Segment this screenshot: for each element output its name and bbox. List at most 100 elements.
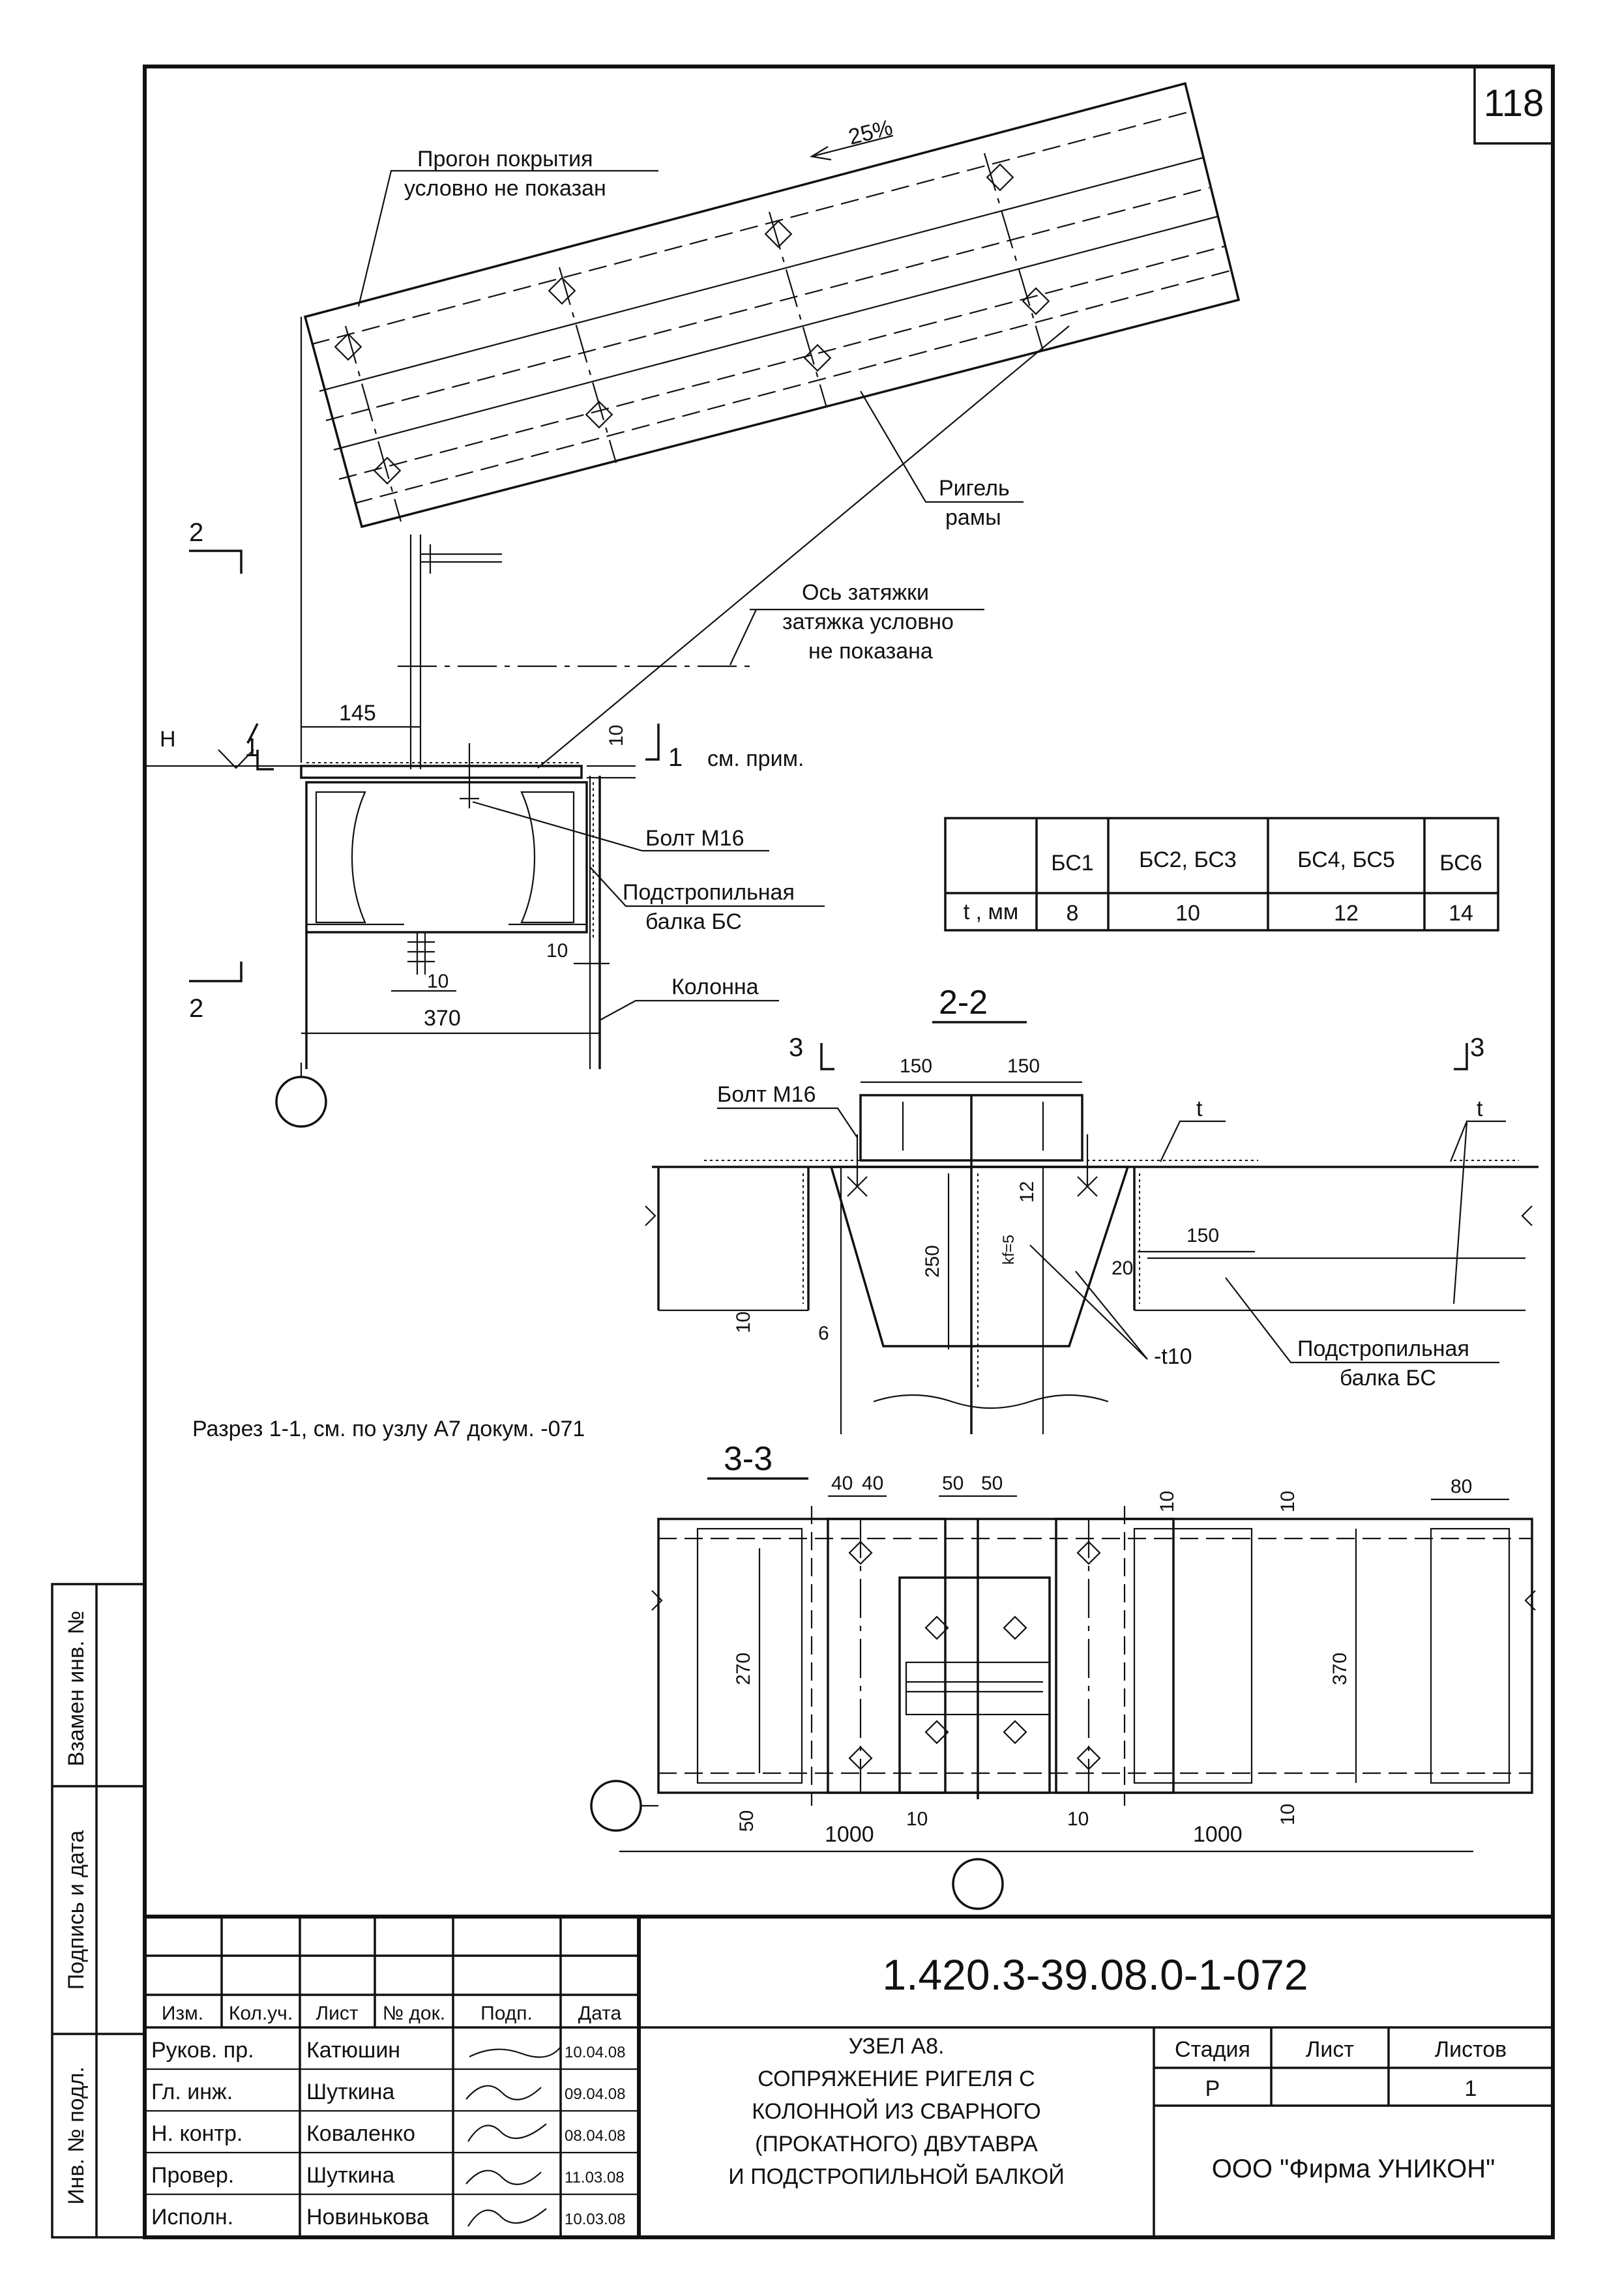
thickness-t-2: t: [1477, 1096, 1483, 1121]
table-value-bs6: 14: [1449, 901, 1473, 926]
axis-marker-1: [275, 1076, 327, 1128]
col-header-podp: Подп.: [480, 2003, 533, 2024]
staff-role: Гл. инж.: [151, 2080, 233, 2104]
plate-t10-label: -t10: [1154, 1344, 1192, 1369]
dim-10-3-3e: 10: [1277, 1804, 1299, 1825]
section-1-left: 1: [244, 733, 259, 762]
staff-role: Исполн.: [151, 2205, 233, 2230]
dim-40-a: 40: [831, 1473, 853, 1494]
title-line-3: КОЛОННОЙ ИЗ СВАРНОГО: [752, 2099, 1041, 2124]
section-2-bottom: 2: [189, 994, 203, 1023]
slope-label: 25%: [846, 115, 895, 149]
level-h: Н: [160, 727, 176, 752]
signatures: [465, 2046, 561, 2227]
dim-145: 145: [339, 701, 376, 726]
column-label: Колонна: [671, 975, 759, 999]
stage-value: Р: [1205, 2076, 1220, 2101]
thickness-table: БС1 БС2, БС3 БС4, БС5 БС6 t , мм 8 10 12…: [944, 817, 1499, 932]
staff-role: Провер.: [151, 2163, 234, 2188]
table-header-bs1: БС1: [1051, 851, 1093, 876]
beam-label-2-2-2: балка БС: [1340, 1366, 1436, 1391]
tie-label-2: затяжка условно: [782, 610, 954, 634]
weld-kf5: kf=5: [1000, 1235, 1018, 1265]
staff-name: Шуткина: [306, 2080, 394, 2104]
node-drawing: [275, 535, 601, 1128]
section-2-top: 2: [189, 518, 203, 547]
stage-label: Стадия: [1175, 2037, 1250, 2062]
table-row-label: t , мм: [964, 900, 1019, 924]
staff-date: 10.04.08: [565, 2044, 625, 2061]
title-line-4: (ПРОКАТНОГО) ДВУТАВРА: [755, 2132, 1038, 2156]
bolt-label-node: Болт М16: [645, 826, 744, 851]
dim-370-3-3: 370: [1329, 1653, 1351, 1685]
bolt-label-2-2: Болт М16: [717, 1082, 816, 1107]
staff-date: 10.03.08: [565, 2211, 625, 2228]
sheet-number-box: [1473, 65, 1554, 145]
side-stamp: Взамен инв. № Подпись и дата Инв. № подл…: [51, 1583, 146, 2239]
title-line-5: И ПОДСТРОПИЛЬНОЙ БАЛКОЙ: [728, 2164, 1065, 2189]
dim-370-node: 370: [424, 1006, 461, 1031]
side-stamp-inv-no: Инв. № подл.: [64, 2067, 89, 2205]
staff-name: Новинькова: [306, 2205, 429, 2230]
staff-date: 11.03.08: [565, 2169, 625, 2186]
table-value-bs1: 8: [1067, 901, 1079, 926]
section-3-3-drawing: [590, 1506, 1536, 1910]
dim-10-3-3a: 10: [1156, 1491, 1178, 1512]
title-line-2: СОПРЯЖЕНИЕ РИГЕЛЯ С: [758, 2067, 1035, 2091]
dim-1000-left: 1000: [825, 1822, 874, 1847]
dim-80: 80: [1451, 1476, 1472, 1497]
table-value-bs2-3: 10: [1175, 901, 1200, 926]
side-stamp-replace: Взамен инв. №: [64, 1611, 89, 1767]
see-note-label: см. прим.: [707, 746, 804, 771]
staff-name: Катюшин: [306, 2038, 400, 2063]
dim-50-a: 50: [942, 1473, 964, 1494]
col-header-list: Лист: [316, 2003, 358, 2024]
sheet-frame: [143, 65, 1555, 2239]
purlin-label-1: Прогон покрытия: [417, 147, 593, 171]
dim-10-3-3d: 10: [1067, 1808, 1089, 1830]
tie-label-3: не показана: [808, 639, 933, 664]
rafter-label-2: рамы: [945, 505, 1001, 530]
section-3-3-title: 3-3: [724, 1440, 773, 1478]
thickness-t-1: t: [1196, 1096, 1203, 1121]
dim-150-left: 150: [900, 1055, 932, 1077]
dim-12: 12: [1016, 1181, 1038, 1203]
dim-150-2-2: 150: [1186, 1225, 1219, 1246]
axis-marker-2: [590, 1780, 642, 1832]
dim-1000-right: 1000: [1193, 1822, 1243, 1847]
section-3-left: 3: [789, 1033, 803, 1062]
dim-20: 20: [1112, 1258, 1133, 1279]
title-line-1: УЗЕЛ А8.: [849, 2034, 945, 2059]
table-header-bs6: БС6: [1439, 851, 1482, 876]
table-value-bs4-5: 12: [1334, 901, 1359, 926]
dim-50-side: 50: [736, 1810, 758, 1832]
dim-6: 6: [818, 1323, 829, 1344]
section-2-2-drawing: [645, 1094, 1539, 1434]
tie-label-1: Ось затяжки: [802, 580, 929, 605]
staff-date: 09.04.08: [565, 2085, 625, 2103]
beam-label-node-2: балка БС: [645, 909, 742, 934]
dim-270: 270: [733, 1653, 754, 1685]
document-code: 1.420.3-39.08.0-1-072: [882, 1950, 1308, 1999]
col-header-date: Дата: [578, 2003, 622, 2024]
dim-150-right: 150: [1007, 1055, 1040, 1077]
staff-name: Коваленко: [306, 2121, 415, 2146]
table-header-bs2-3: БС2, БС3: [1139, 847, 1237, 872]
staff-name: Шуткина: [306, 2163, 394, 2188]
title-block: [145, 1915, 1553, 2237]
staff-role: Руков. пр.: [151, 2038, 254, 2063]
dim-10-bolt: 10: [427, 971, 449, 992]
dim-40-b: 40: [862, 1473, 883, 1494]
dim-10-3-3b: 10: [1277, 1491, 1299, 1512]
section-3-right: 3: [1470, 1033, 1484, 1062]
side-stamp-sign-date: Подпись и дата: [64, 1831, 89, 1990]
rafter-label-1: Ригель: [939, 476, 1010, 501]
sheets-value: 1: [1465, 2076, 1477, 2101]
beam-label-node-1: Подстропильная: [623, 880, 795, 905]
beam-label-2-2-1: Подстропильная: [1297, 1336, 1469, 1361]
dim-10-2-2: 10: [733, 1312, 754, 1333]
dim-10-3-3c: 10: [906, 1808, 928, 1830]
staff-date: 08.04.08: [565, 2127, 625, 2145]
rafter-drawing: 25%: [303, 81, 1241, 529]
sheets-label: Листов: [1435, 2037, 1507, 2062]
